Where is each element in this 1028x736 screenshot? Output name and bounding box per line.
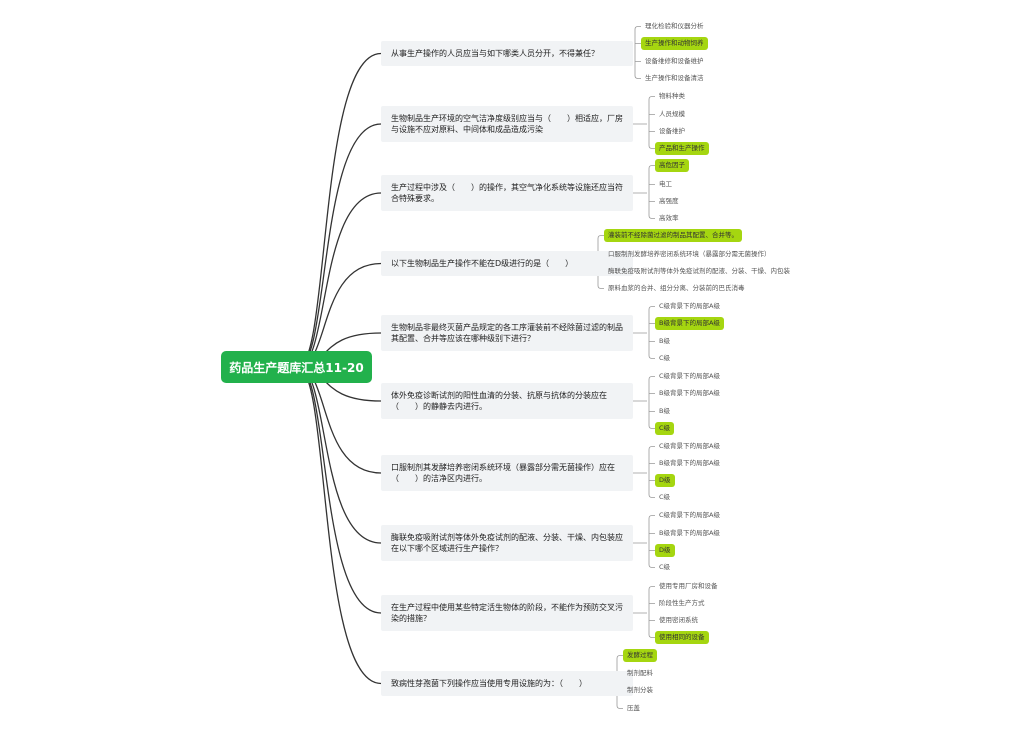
option[interactable]: 使用密闭系统	[659, 616, 698, 624]
option-correct[interactable]: D级	[655, 544, 675, 557]
option-correct[interactable]: 高危因子	[655, 159, 689, 172]
root-topic[interactable]: 药品生产题库汇总11-20	[221, 351, 372, 383]
option-bracket	[633, 376, 655, 429]
question-topic[interactable]: 生产过程中涉及（ ）的操作，其空气净化系统等设施还应当符合特殊要求。	[381, 175, 633, 211]
option[interactable]: C级背景下的局部A级	[659, 511, 720, 519]
option-correct[interactable]: D级	[655, 474, 675, 487]
root-question-connector	[297, 366, 382, 685]
question-topic[interactable]: 口服制剂其发酵培养密闭系统环境（暴露部分需无菌操作）应在（ ）的洁净区内进行。	[381, 455, 633, 491]
option-correct[interactable]: 使用相同的设备	[655, 631, 709, 644]
option[interactable]: C级	[659, 493, 671, 501]
question-topic[interactable]: 从事生产操作的人员应当与如下哪类人员分开，不得兼任？	[381, 41, 633, 66]
question-text: 酶联免疫吸附试剂等体外免疫试剂的配液、分装、干燥、内包装应在以下哪个区域进行生产…	[391, 533, 623, 553]
option-bracket	[633, 96, 655, 149]
option[interactable]: C级背景下的局部A级	[659, 442, 720, 450]
option[interactable]: 理化检验和仪器分析	[645, 22, 704, 30]
option[interactable]: 原料血浆的合并、组分分离、分装前的巴氏消毒	[608, 284, 745, 292]
question-topic[interactable]: 致病性芽孢菌下列操作应当使用专用设施的为：（ ）	[381, 671, 633, 696]
option[interactable]: 生产操作和设备清洁	[645, 74, 704, 82]
option-correct[interactable]: 产品和生产操作	[655, 142, 709, 155]
option-bracket	[633, 306, 655, 359]
option[interactable]: 人员规模	[659, 110, 685, 118]
question-text: 在生产过程中使用某些特定活生物体的阶段，不能作为预防交叉污染的措施？	[391, 603, 623, 623]
question-topic[interactable]: 生物制品生产环境的空气洁净度级别应当与（ ）相适应，厂房与设施不应对原料、中间体…	[381, 106, 633, 142]
option[interactable]: 物料种类	[659, 92, 685, 100]
option-correct[interactable]: B级背景下的局部A级	[655, 317, 724, 330]
question-text: 生产过程中涉及（ ）的操作，其空气净化系统等设施还应当符合特殊要求。	[391, 183, 623, 203]
root-question-connector	[297, 123, 382, 368]
question-topic[interactable]: 以下生物制品生产操作不能在D级进行的是（ ）	[381, 251, 633, 276]
option[interactable]: 设备维修和设备维护	[645, 57, 704, 65]
option-correct[interactable]: C级	[655, 422, 675, 435]
root-question-connector	[297, 366, 382, 614]
option[interactable]: 高强度	[659, 197, 679, 205]
option[interactable]: 酶联免疫吸附试剂等体外免疫试剂的配液、分装、干燥、内包装	[608, 267, 790, 275]
option[interactable]: B级背景下的局部A级	[659, 459, 720, 467]
option-bracket	[633, 446, 655, 498]
option[interactable]: 制剂配料	[627, 669, 653, 677]
option-bracket	[633, 586, 655, 638]
option[interactable]: B级	[659, 337, 670, 345]
option[interactable]: 口服制剂发酵培养密闭系统环境（暴露部分需无菌操作）	[608, 250, 771, 258]
question-topic[interactable]: 生物制品非最终灭菌产品规定的各工序灌装前不经除菌过滤的制品其配置、合并等应该在哪…	[381, 315, 633, 351]
option[interactable]: 高效率	[659, 214, 679, 222]
root-question-connector	[297, 52, 382, 368]
question-text: 体外免疫诊断试剂的阳性血清的分装、抗原与抗体的分装应在（ ）的静静去内进行。	[391, 391, 607, 411]
option[interactable]: B级	[659, 407, 670, 415]
question-text: 致病性芽孢菌下列操作应当使用专用设施的为：（ ）	[391, 679, 587, 688]
option[interactable]: 设备维护	[659, 127, 685, 135]
option-correct[interactable]: 生产操作和动物饲养	[641, 37, 708, 50]
question-text: 以下生物制品生产操作不能在D级进行的是（ ）	[391, 259, 574, 268]
question-text: 生物制品非最终灭菌产品规定的各工序灌装前不经除菌过滤的制品其配置、合并等应该在哪…	[391, 323, 623, 343]
question-text: 口服制剂其发酵培养密闭系统环境（暴露部分需无菌操作）应在（ ）的洁净区内进行。	[391, 463, 615, 483]
option[interactable]: C级背景下的局部A级	[659, 302, 720, 310]
option[interactable]: C级	[659, 563, 671, 571]
option[interactable]: 压盖	[627, 704, 640, 712]
option[interactable]: 使用专用厂房和设备	[659, 582, 718, 590]
option[interactable]: C级	[659, 354, 671, 362]
option[interactable]: 阶段性生产方式	[659, 599, 705, 607]
option-correct[interactable]: 灌装前不经除菌过滤的制品其配置、合并等。	[604, 229, 742, 242]
option[interactable]: 制剂分装	[627, 686, 653, 694]
question-text: 从事生产操作的人员应当与如下哪类人员分开，不得兼任？	[391, 49, 599, 58]
option-bracket	[633, 165, 655, 219]
option[interactable]: 电工	[659, 180, 672, 188]
option-bracket	[634, 26, 641, 79]
option[interactable]: C级背景下的局部A级	[659, 372, 720, 380]
option[interactable]: B级背景下的局部A级	[659, 389, 720, 397]
question-topic[interactable]: 酶联免疫吸附试剂等体外免疫试剂的配液、分装、干燥、内包装应在以下哪个区域进行生产…	[381, 525, 633, 561]
question-topic[interactable]: 体外免疫诊断试剂的阳性血清的分装、抗原与抗体的分装应在（ ）的静静去内进行。	[381, 383, 633, 419]
option-bracket	[633, 515, 655, 568]
option-correct[interactable]: 发酵过程	[623, 649, 657, 662]
question-topic[interactable]: 在生产过程中使用某些特定活生物体的阶段，不能作为预防交叉污染的措施？	[381, 595, 633, 631]
question-text: 生物制品生产环境的空气洁净度级别应当与（ ）相适应，厂房与设施不应对原料、中间体…	[391, 114, 623, 134]
option[interactable]: B级背景下的局部A级	[659, 529, 720, 537]
